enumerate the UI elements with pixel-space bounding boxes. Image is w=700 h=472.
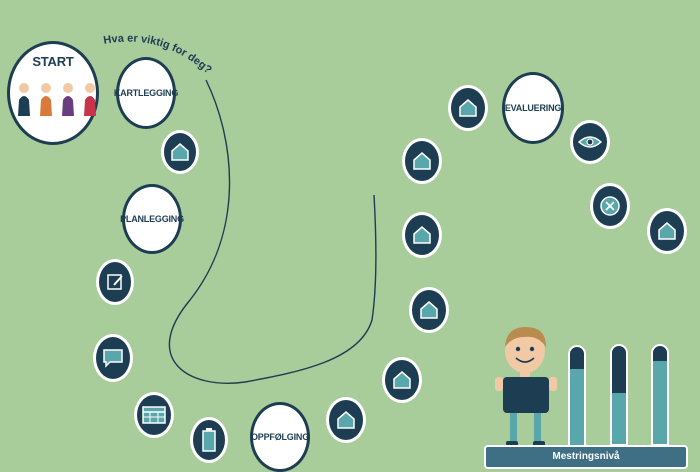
edit-icon [107,274,123,290]
figure-head [85,83,95,93]
kartlegging-node[interactable]: KARTLEGGING [113,57,179,129]
evaluering-node[interactable]: EVALUERING [502,72,564,144]
figure-head [19,83,29,93]
home-node[interactable] [409,287,449,333]
home-node[interactable] [382,357,422,403]
home-icon [171,143,189,161]
chat-node[interactable] [93,334,133,382]
mastery-bar-fill [612,393,626,444]
home-node[interactable] [647,208,687,254]
evaluering-label: EVALUERING [504,103,562,113]
planlegging-node[interactable]: PLANLEGGING [120,184,184,254]
close-icon [600,196,620,216]
mastery-label: Mestringsnivå [484,445,688,469]
home-icon [413,152,431,170]
oppfolging-node[interactable]: OPPFØLGING [250,402,310,472]
figure-head [41,83,51,93]
eye-node[interactable] [570,120,610,164]
start-node[interactable]: START [7,41,99,145]
mastery-bar [568,345,586,447]
home-icon [413,226,431,244]
figure-body [84,96,96,116]
home-node[interactable] [402,212,442,258]
close-node[interactable] [590,183,630,229]
home-node[interactable] [161,130,199,174]
oppfolging-label: OPPFØLGING [251,432,310,442]
kartlegging-label: KARTLEGGING [113,88,179,98]
battery-node[interactable] [190,417,228,463]
mastery-bar [610,344,628,446]
mastery-bar [651,344,669,446]
figure-head [63,83,73,93]
planlegging-label: PLANLEGGING [120,214,184,224]
chat-icon [103,349,123,368]
home-node[interactable] [448,85,488,131]
home-icon [658,222,676,240]
mastery-bar-fill [653,360,667,444]
home-node[interactable] [326,397,366,443]
home-icon [459,99,477,117]
eye-icon [578,136,602,148]
person-character [495,327,557,446]
mastery-bar-fill [570,368,584,445]
home-icon [393,371,411,389]
people-figures [18,83,96,116]
figure-body [18,96,30,116]
home-node[interactable] [402,138,442,184]
start-label: START [32,54,74,69]
home-icon [420,301,438,319]
figure-body [40,96,52,116]
figure-body [62,96,74,116]
calendar-node[interactable] [134,392,174,438]
battery-icon [202,428,216,452]
edit-node[interactable] [96,259,134,305]
calendar-icon [142,406,166,424]
home-icon [337,411,355,429]
